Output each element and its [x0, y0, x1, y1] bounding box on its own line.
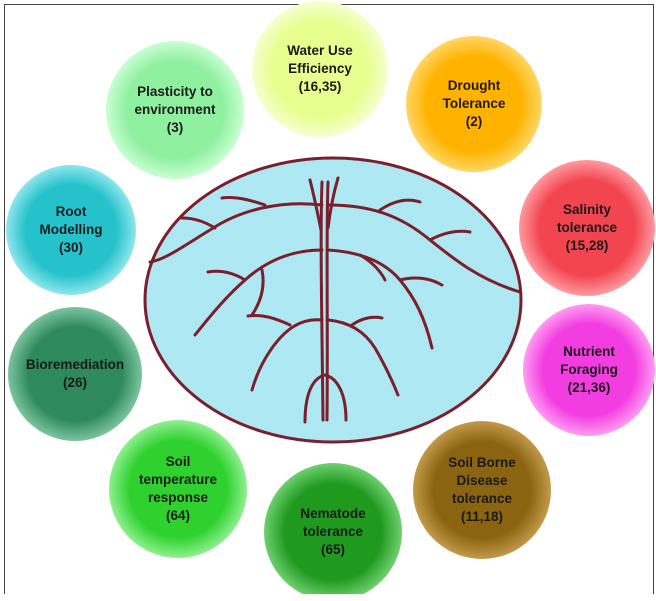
- salinity-tolerance-label: Salinity tolerance (15,28): [556, 202, 618, 253]
- root-modelling-label: Root Modelling (30): [39, 204, 103, 255]
- trait-circles: [6, 1, 655, 594]
- soil-temperature-response-label: Soil temperature response (64): [138, 454, 218, 523]
- soil-borne-disease-tolerance-label: Soil Borne Disease tolerance (11,18): [448, 455, 516, 524]
- root-system-drawing: [148, 176, 522, 424]
- bioremediation-circle: [8, 307, 142, 441]
- plasticity-to-environment-label: Plasticity to environment (3): [134, 84, 216, 135]
- center-ellipse: [143, 156, 523, 444]
- nematode-tolerance-circle: [264, 463, 402, 594]
- soil-borne-disease-tolerance-circle: [413, 421, 551, 559]
- root-modelling-circle: [6, 165, 136, 295]
- plasticity-to-environment-circle: [106, 41, 244, 179]
- salinity-tolerance-circle: [519, 160, 655, 296]
- bioremediation-label: Bioremediation (26): [25, 357, 125, 390]
- water-use-efficiency-circle: [252, 1, 388, 137]
- soil-temperature-response-circle: [109, 420, 247, 558]
- nematode-tolerance-label: Nematode tolerance (65): [300, 506, 366, 557]
- drought-tolerance-circle: [406, 36, 542, 172]
- water-use-efficiency-label: Water Use Efficiency (16,35): [287, 43, 353, 94]
- nutrient-foraging-label: Nutrient Foraging (21,36): [560, 344, 618, 395]
- nutrient-foraging-circle: [523, 304, 655, 436]
- drought-tolerance-label: Drought Tolerance (2): [442, 78, 506, 129]
